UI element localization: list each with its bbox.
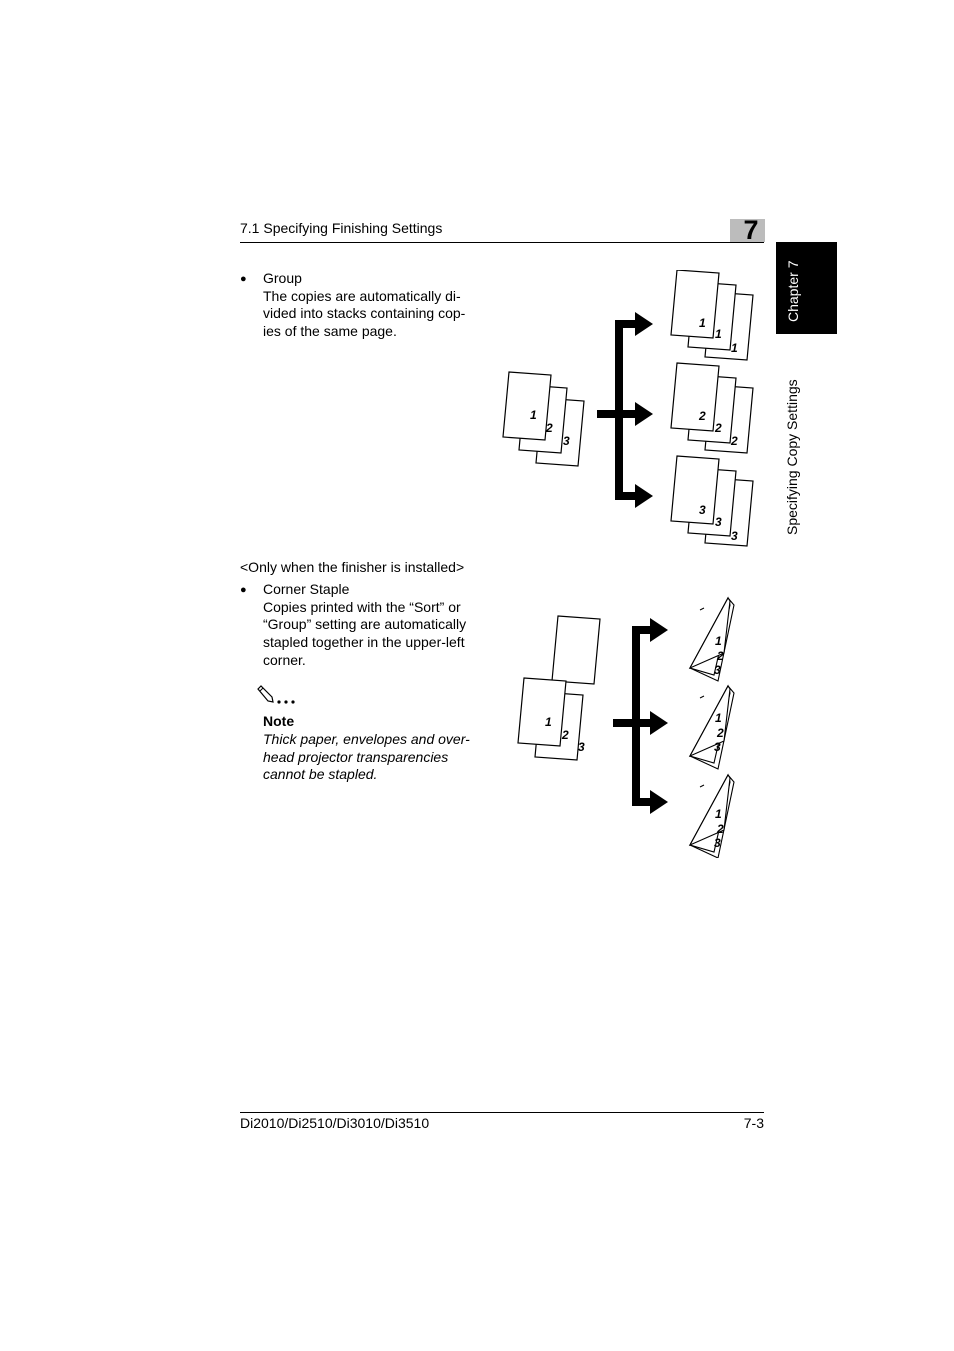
- note-body: Thick paper, envelopes and over- head pr…: [263, 731, 493, 784]
- group-line: vided into stacks containing cop-: [263, 305, 466, 322]
- svg-text:1: 1: [715, 327, 722, 341]
- svg-text:3: 3: [714, 836, 721, 850]
- svg-text:2: 2: [716, 822, 724, 836]
- note-line: Thick paper, envelopes and over-: [263, 731, 470, 747]
- running-header-title: 7.1 Specifying Finishing Settings: [240, 220, 443, 236]
- branch-arrows: [613, 618, 668, 814]
- svg-text:2: 2: [730, 434, 738, 448]
- branch-arrows: [597, 312, 653, 508]
- output-stack-1: 1 1 1: [670, 270, 754, 361]
- footer-model: Di2010/Di2510/Di3010/Di3510: [240, 1115, 430, 1131]
- corner-staple-line: Copies printed with the “Sort” or: [263, 598, 461, 615]
- corner-staple-line: stapled together in the upper-left: [263, 634, 465, 651]
- corner-staple-line: “Group” setting are automatically: [263, 616, 467, 633]
- input-page-1: 1: [502, 371, 552, 441]
- svg-text:1: 1: [699, 316, 706, 330]
- corner-staple-title: Corner Staple: [263, 581, 350, 597]
- svg-text:3: 3: [714, 663, 721, 677]
- svg-text:1: 1: [715, 711, 722, 725]
- page-number: 3: [563, 434, 570, 448]
- output-stack-2: 2 2 2: [670, 362, 754, 454]
- corner-staple-diagram: 3 2 1 1 2 3 1 2 3 1 2 3: [517, 597, 735, 858]
- chapter-tab: [776, 242, 837, 334]
- svg-text:3: 3: [715, 515, 722, 529]
- svg-text:2: 2: [716, 726, 724, 740]
- svg-text:1: 1: [715, 634, 722, 648]
- group-title: Group: [263, 270, 302, 286]
- svg-text:2: 2: [714, 421, 722, 435]
- group-diagram: 3 2 1 1 1 1 2 2 2 3 3 3: [502, 270, 754, 547]
- svg-text:2: 2: [561, 728, 569, 742]
- output-stack-3: 3 3 3: [670, 455, 754, 547]
- svg-text:1: 1: [715, 807, 722, 821]
- stapled-set-2: 1 2 3: [689, 685, 735, 770]
- input-page-2: 2: [518, 384, 568, 454]
- finisher-condition: <Only when the finisher is installed>: [240, 559, 465, 575]
- chapter-tab-label: Chapter 7: [785, 260, 801, 322]
- page-number: 2: [545, 421, 553, 435]
- svg-text:3: 3: [578, 740, 585, 754]
- bullet-icon: ●: [240, 273, 247, 285]
- header-rule: [240, 242, 764, 243]
- svg-text:1: 1: [545, 715, 552, 729]
- input-page-2: 2: [534, 691, 584, 761]
- note-line: head projector transparencies: [263, 748, 449, 765]
- note-title: Note: [263, 713, 295, 729]
- group-line: The copies are automatically di-: [263, 287, 461, 304]
- group-line: ies of the same page.: [263, 323, 397, 340]
- group-item: Group The copies are automatically di- v…: [263, 270, 493, 341]
- stapled-set-3: 1 2 3: [689, 774, 735, 858]
- chapter-number-box: [730, 219, 765, 242]
- chapter-number: 7: [743, 215, 759, 245]
- note-line: cannot be stapled.: [263, 766, 378, 783]
- stapled-set-1: 1 2 3: [689, 597, 735, 682]
- footer-page-number: 7-3: [743, 1115, 764, 1131]
- svg-text:3: 3: [731, 529, 738, 543]
- svg-text:2: 2: [698, 409, 706, 423]
- input-page-3: 3: [535, 397, 585, 467]
- svg-text:3: 3: [714, 740, 721, 754]
- corner-staple-item: Corner Staple Copies printed with the “S…: [263, 581, 493, 670]
- corner-staple-line: corner.: [263, 651, 306, 668]
- svg-text:1: 1: [731, 341, 738, 355]
- svg-text:3: 3: [699, 503, 706, 517]
- bullet-icon: ●: [240, 584, 247, 596]
- pencil-note-icon: [257, 685, 295, 704]
- side-section-label: Specifying Copy Settings: [784, 379, 800, 535]
- footer-rule: [240, 1112, 764, 1113]
- input-page-1: 1: [517, 677, 567, 747]
- input-page-3: 3: [551, 615, 601, 754]
- page-number: 1: [530, 408, 537, 422]
- svg-text:2: 2: [716, 649, 724, 663]
